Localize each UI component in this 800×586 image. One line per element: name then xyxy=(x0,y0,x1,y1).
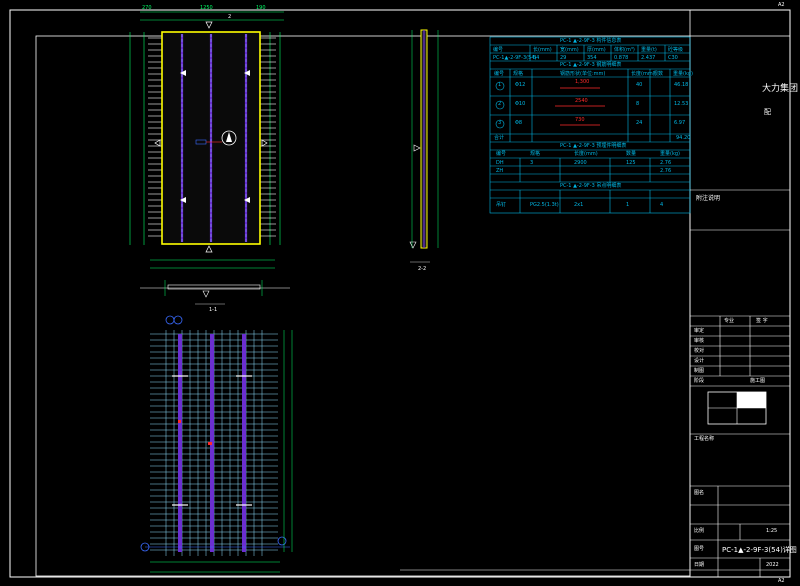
title-block-row-label: 审定 xyxy=(694,328,705,334)
embed-cell: 3 xyxy=(530,160,534,166)
header-cell: 体积(m³) xyxy=(614,47,635,53)
embed-cell: 2900 xyxy=(574,160,587,166)
dim-right: 190 xyxy=(256,5,266,11)
rebar-count: 24 xyxy=(636,120,643,126)
sheet-title: PC-1▲-2-9F-3(54)详图 xyxy=(722,546,797,554)
rebar-no: 2 xyxy=(498,101,502,107)
date-value: 2022 xyxy=(766,562,779,568)
header-cell: 编号 xyxy=(496,151,507,157)
embed-cell: 125 xyxy=(626,160,636,166)
row-cell: 354 xyxy=(587,55,597,61)
header-cell: 厚(mm) xyxy=(587,47,606,53)
table-title-1: PC-1 ▲-2-9F-3 构件信息表 xyxy=(560,38,622,44)
embed-cell: DH xyxy=(496,160,504,166)
title-block-row-label: 设计 xyxy=(694,358,705,364)
row-cell: 0.878 xyxy=(614,55,629,61)
table-title-2: PC-1 ▲-2-9F-3 钢筋明细表 xyxy=(560,62,622,68)
drawing-no-label: 图号 xyxy=(694,546,705,552)
company-sub: 配 xyxy=(764,108,771,116)
drawing-label: 图名 xyxy=(694,490,705,496)
date-label: 日期 xyxy=(694,562,705,568)
table-title-3: PC-1 ▲-2-9F-3 预埋件明细表 xyxy=(560,143,627,149)
rebar-length: 1,300 xyxy=(575,79,590,85)
rebar-spec: Φ8 xyxy=(515,120,523,126)
rebar-count: 40 xyxy=(636,82,643,88)
lift-cell: PG2.5(1.3t) xyxy=(530,202,559,208)
dim-mid: 1250 xyxy=(200,5,213,11)
col-label-sign: 签 字 xyxy=(756,318,768,324)
row-cell: 29 xyxy=(560,55,567,61)
header-cell: 规格 xyxy=(513,71,524,77)
row-cell: C30 xyxy=(668,55,678,61)
header-cell: 编号 xyxy=(493,47,504,53)
rebar-table-lines xyxy=(489,36,691,214)
header-cell: 长(mm) xyxy=(533,47,552,53)
rebar-spec: Φ12 xyxy=(515,82,526,88)
rebar-weight: 46.18 xyxy=(674,82,689,88)
table-title-4: PC-1 ▲-2-9F-3 吊点明细表 xyxy=(560,183,622,189)
lift-cell: 2x1 xyxy=(574,202,584,208)
header-cell: 重量(kg) xyxy=(673,71,693,77)
embed-cell: 2.76 xyxy=(660,168,672,174)
rebar-length: 2540 xyxy=(575,98,588,104)
section-view-2-2 xyxy=(409,29,439,263)
total-value: 94.20 xyxy=(676,135,691,141)
header-cell: 重量(t) xyxy=(641,47,657,53)
title-block-row-label: 校对 xyxy=(694,348,705,354)
header-cell: 长度(mm) xyxy=(631,71,655,77)
header-cell: 重量(kg) xyxy=(660,151,680,157)
section-label-1-1: 1-1 xyxy=(209,307,218,313)
title-block-lines xyxy=(400,189,790,578)
col-label-specialty: 专业 xyxy=(724,318,735,324)
dim-left: 270 xyxy=(142,5,152,11)
total-label: 合计 xyxy=(494,135,505,141)
scale-value: 1:25 xyxy=(766,528,778,534)
stage-label: 阶段 xyxy=(694,378,705,384)
header-cell: 长度(mm) xyxy=(574,151,598,157)
company-name: 大力集团 xyxy=(762,84,799,94)
rebar-no: 3 xyxy=(498,120,502,126)
reinforcement-plan xyxy=(140,315,293,573)
row-cell: 2.437 xyxy=(641,55,656,61)
plan-view xyxy=(129,11,290,305)
section-mark: 2 xyxy=(228,14,232,20)
notes-label: 附注说明 xyxy=(696,195,721,202)
lift-cell: 1 xyxy=(626,202,630,208)
row-cell: PC-1▲-2-9F-3(54) xyxy=(493,55,537,61)
rebar-count: 8 xyxy=(636,101,640,107)
embed-cell: ZH xyxy=(496,168,504,174)
lift-cell: 吊钉 xyxy=(496,202,507,208)
header-cell: 钢筋形状(单位:mm) xyxy=(560,71,606,77)
sheet-corner-label-bottom: A2 xyxy=(778,578,785,584)
logo-mark xyxy=(707,391,767,425)
rebar-length: 730 xyxy=(575,117,585,123)
project-label: 工程名称 xyxy=(694,436,715,442)
header-cell: 砼等级 xyxy=(668,47,684,53)
row-cell: 54 xyxy=(533,55,540,61)
header-cell: 编号 xyxy=(494,71,505,77)
header-cell: 根数 xyxy=(653,71,664,77)
scale-label: 比例 xyxy=(694,528,705,534)
embed-cell: 2.76 xyxy=(660,160,672,166)
header-cell: 数量 xyxy=(626,151,637,157)
rebar-spec: Φ10 xyxy=(515,101,526,107)
sheet-corner-label: A2 xyxy=(778,2,785,8)
rebar-weight: 12.53 xyxy=(674,101,689,107)
rebar-no: 1 xyxy=(498,82,502,88)
title-block-row-label: 审核 xyxy=(694,338,705,344)
stage-value: 施工图 xyxy=(750,378,766,384)
rebar-weight: 6.97 xyxy=(674,120,686,126)
lift-cell: 4 xyxy=(660,202,664,208)
section-label-2-2: 2-2 xyxy=(418,266,427,272)
header-cell: 规格 xyxy=(530,151,541,157)
header-cell: 宽(mm) xyxy=(560,47,579,53)
title-block-row-label: 制图 xyxy=(694,368,705,374)
